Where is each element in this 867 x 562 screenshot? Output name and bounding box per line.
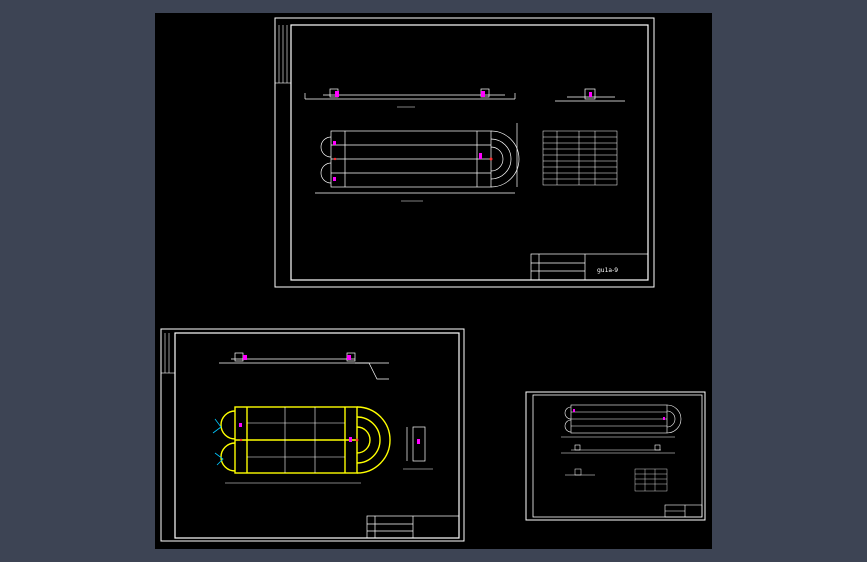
material-table [542, 130, 618, 186]
section-mark-right [347, 355, 351, 360]
detail-view [406, 426, 426, 462]
section-mark-right [481, 91, 485, 97]
plan-marks [573, 409, 665, 420]
drawing-sheet-bottom-left[interactable] [160, 328, 465, 542]
binding-strip [275, 25, 291, 84]
tank-plan-view [561, 404, 682, 438]
sheet-border [160, 328, 465, 542]
plan-marks [333, 141, 482, 181]
sheet-frame [532, 394, 703, 518]
plan-points [239, 438, 359, 442]
title-block-label: gu1a-9 [597, 267, 618, 274]
drawing-sheet-top[interactable]: gu1a-9 [274, 17, 655, 288]
drawing-sheet-bottom-right[interactable] [525, 391, 706, 521]
plan-points [333, 157, 493, 161]
sheet-border [274, 17, 655, 288]
tank-plan-view-lines [225, 407, 361, 484]
detail-small [565, 468, 595, 476]
material-table [634, 468, 668, 492]
drawing-canvas: gu1a-9 [160, 17, 706, 542]
title-block-top [530, 253, 649, 281]
detail-mark [417, 439, 420, 444]
binding-strip [161, 333, 175, 374]
tank-plan-view-highlight [220, 406, 391, 474]
section-elevation-view [561, 444, 675, 454]
pipe-inlet-lines [212, 418, 224, 466]
sheet-border [525, 391, 706, 521]
section-mark-left [335, 91, 339, 97]
tank-plan-view [315, 123, 520, 194]
title-block-bottom-left [366, 515, 460, 539]
section-elevation-view [219, 352, 389, 380]
sheet-frame [290, 24, 649, 281]
cad-model-space[interactable]: gu1a-9 [155, 13, 712, 549]
plan-marks [239, 423, 352, 442]
detail-mark [589, 92, 592, 97]
section-mark-left [243, 355, 247, 360]
sheet-frame [174, 332, 460, 539]
title-block-bottom-right [664, 504, 703, 518]
